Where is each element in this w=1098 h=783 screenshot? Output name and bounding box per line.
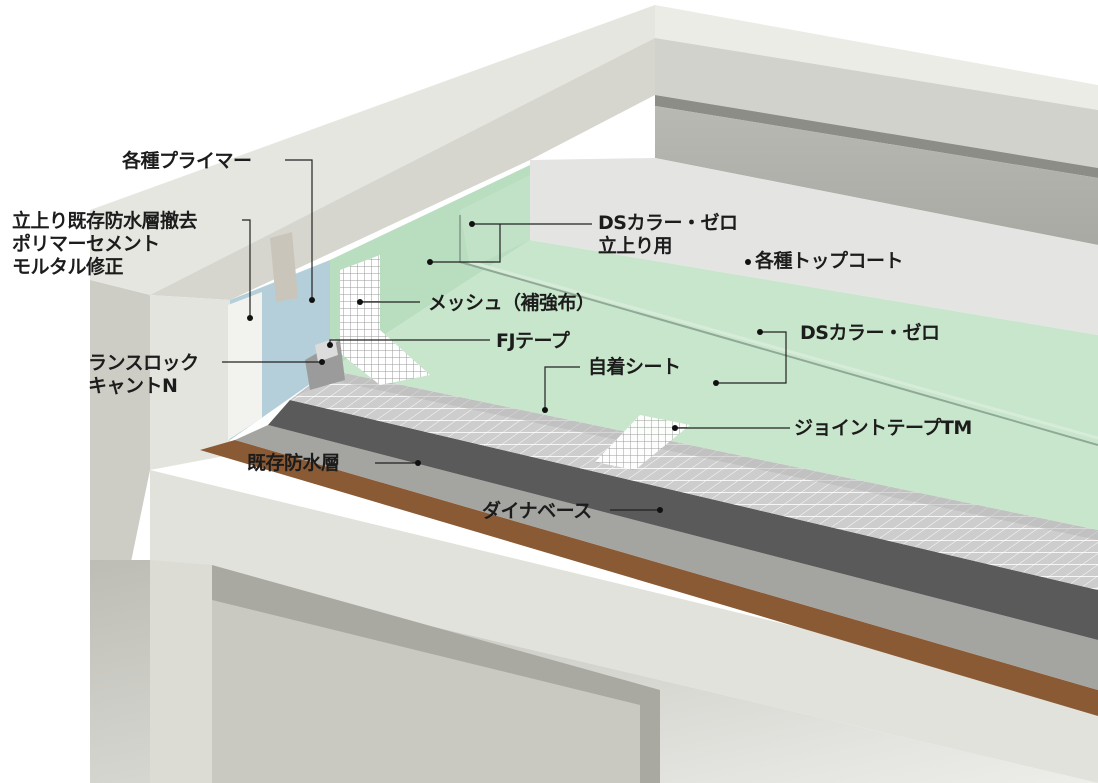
label-removal-line1: 立上り既存防水層撤去 (12, 210, 198, 232)
label-removal-line2: ポリマーセメント (12, 233, 160, 255)
green-upstand-lower (460, 175, 530, 268)
self-sheet-edge (290, 370, 1098, 540)
parapet-inner-left (150, 38, 655, 300)
label-lanslock: ランスロック キャントN (88, 352, 199, 398)
primer-wall-white (228, 292, 262, 440)
label-ds-upstand: DSカラー・ゼロ 立上り用 (598, 212, 738, 258)
label-topcoat: 各種トップコート (755, 250, 904, 272)
parapet-top-left (90, 5, 655, 295)
parapet-top-back (655, 5, 1098, 110)
topcoat-floor (530, 158, 1098, 335)
label-ds-upstand-line1: DSカラー・ゼロ (598, 212, 738, 234)
label-self-sheet: 自着シート (588, 356, 681, 378)
fillet-line-2 (469, 260, 1098, 440)
self-sheet-layer (290, 370, 1098, 590)
label-joint-tape: ジョイントテープTM (794, 417, 972, 439)
back-wall (655, 106, 1098, 245)
leader-lines (222, 159, 790, 511)
inner-wall-face (150, 295, 230, 470)
label-primer: 各種プライマー (122, 150, 252, 172)
label-mesh: メッシュ（補強布） (428, 292, 595, 314)
label-ds-upstand-line2: 立上り用 (598, 235, 673, 257)
primer-block (270, 232, 298, 302)
leader-dots (247, 221, 763, 513)
mesh-floor (330, 330, 430, 385)
label-removal-line3: モルタル修正 (12, 256, 124, 278)
label-lanslock-line2: キャントN (88, 375, 178, 397)
label-removal: 立上り既存防水層撤去 ポリマーセメント モルタル修正 (12, 210, 198, 279)
beam-lit (150, 560, 212, 783)
parapet-slope-back (655, 38, 1098, 168)
beam-shadow-inner (212, 600, 640, 783)
brown-layer (200, 440, 1098, 716)
label-fj-tape: FJテープ (496, 330, 570, 352)
label-lanslock-line1: ランスロック (88, 352, 199, 374)
existing-layer (235, 425, 1098, 690)
label-ds: DSカラー・ゼロ (800, 322, 940, 344)
label-existing: 既存防水層 (247, 452, 340, 474)
label-dynabase: ダイナベース (482, 500, 592, 522)
slab-edge (150, 470, 1098, 783)
dynabase-layer (268, 400, 1098, 640)
joint-tape (595, 415, 690, 470)
back-wall-band (655, 95, 1098, 178)
